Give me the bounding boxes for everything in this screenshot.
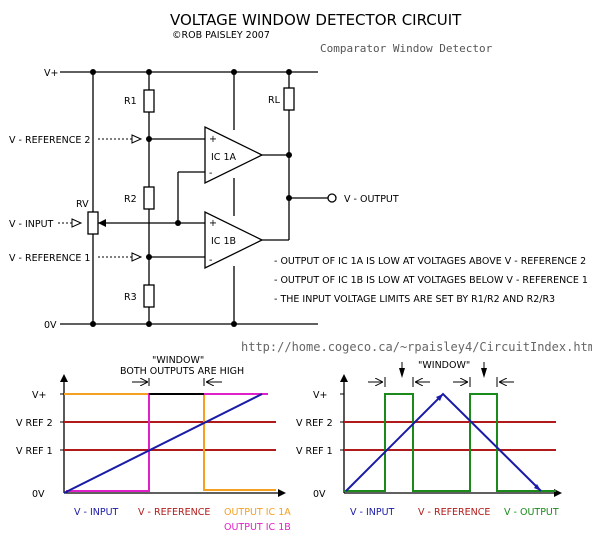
ic1a-minus: - <box>209 168 212 179</box>
gr-window-down-arrow-1 <box>399 368 405 378</box>
gr-legend-output: V - OUTPUT <box>504 507 559 518</box>
gl-window-label: "WINDOW" <box>152 355 204 366</box>
schematic: V+ 0V RV R1 R2 R3 + - IC 1A + - IC 1B <box>9 68 399 331</box>
gr-legend-input: V - INPUT <box>350 507 395 518</box>
ic1b-minus: - <box>209 255 212 266</box>
v-plus-label: V+ <box>44 68 58 79</box>
graph-left-y-arrow <box>60 374 68 382</box>
source-url: http://home.cogeco.ca/~rpaisley4/Circuit… <box>241 340 592 354</box>
gr-legend-reference: V - REFERENCE <box>418 507 490 518</box>
junction-dots <box>90 69 292 327</box>
r2-label: R2 <box>124 194 137 205</box>
ic1b-label: IC 1B <box>211 236 236 247</box>
gl-legend-out1b: OUTPUT IC 1B <box>224 522 291 533</box>
gl-both-high-label: BOTH OUTPUTS ARE HIGH <box>120 366 244 377</box>
gr-window-label: "WINDOW" <box>418 360 470 371</box>
gl-legend-reference: V - REFERENCE <box>138 507 210 518</box>
note-3: - THE INPUT VOLTAGE LIMITS ARE SET BY R1… <box>274 294 555 305</box>
r1-resistor <box>143 89 155 113</box>
gr-input <box>345 392 542 492</box>
ic1a-opamp <box>204 125 264 185</box>
gl-legend-input: V - INPUT <box>74 507 119 518</box>
zero-v-label: 0V <box>44 320 57 331</box>
r1-label: R1 <box>124 96 137 107</box>
ic1a-label: IC 1A <box>211 152 236 163</box>
gr-input-arrow-up <box>436 394 443 401</box>
ic1b-opamp <box>204 210 264 270</box>
graph-right-y-arrow <box>340 374 348 382</box>
rv-label: RV <box>76 199 89 210</box>
gr-output <box>344 393 556 492</box>
rv-potentiometer <box>87 211 99 235</box>
ic1b-plus: + <box>209 218 217 229</box>
gl-tick-0v: 0V <box>32 489 45 500</box>
ic1a-plus: + <box>209 134 217 145</box>
gl-output-ic1b <box>66 393 268 492</box>
r2-resistor <box>143 186 155 210</box>
gr-tick-vref1: V REF 1 <box>296 446 333 457</box>
r3-resistor <box>143 284 155 308</box>
graph-left-x-arrow <box>278 489 286 497</box>
rl-label: RL <box>268 95 281 106</box>
gr-input-arrow-down <box>534 484 541 491</box>
gr-tick-0v: 0V <box>313 489 326 500</box>
gl-input-ramp <box>63 393 263 494</box>
subtitle: Comparator Window Detector <box>320 42 493 55</box>
output-label: V - OUTPUT <box>344 194 399 205</box>
gr-window-markers <box>368 377 514 387</box>
title: VOLTAGE WINDOW DETECTOR CIRCUIT <box>170 11 462 29</box>
gr-tick-marks <box>340 393 344 451</box>
note-2: - OUTPUT OF IC 1B IS LOW AT VOLTAGES BEL… <box>274 275 588 286</box>
gl-legend-out1a: OUTPUT IC 1A <box>224 507 291 518</box>
gr-tick-vref2: V REF 2 <box>296 418 333 429</box>
r3-label: R3 <box>124 292 137 303</box>
gl-tick-marks <box>60 393 64 451</box>
note-1: - OUTPUT OF IC 1A IS LOW AT VOLTAGES ABO… <box>274 256 586 267</box>
gr-tick-vplus: V+ <box>313 390 327 401</box>
gl-output-ic1a <box>64 393 276 491</box>
ref2-input-label: V - REFERENCE 2 <box>9 135 90 146</box>
rv-wiper-head <box>98 219 106 227</box>
graph-left: V+ V REF 2 V REF 1 0V "WINDOW" BOTH OUTP… <box>16 355 291 533</box>
gl-tick-vref2: V REF 2 <box>16 418 53 429</box>
graph-right: V+ V REF 2 V REF 1 0V "WINDOW" <box>296 360 562 518</box>
rl-resistor <box>283 87 295 111</box>
ref2-arrow-head <box>131 134 143 144</box>
input-arrow-head <box>71 218 83 228</box>
ref1-arrow-head <box>131 252 143 262</box>
output-terminal <box>327 193 337 203</box>
gl-tick-vplus: V+ <box>32 390 46 401</box>
input-label: V - INPUT <box>9 219 54 230</box>
ref1-input-label: V - REFERENCE 1 <box>9 253 90 264</box>
copyright: ©ROB PAISLEY 2007 <box>172 30 270 41</box>
gl-tick-vref1: V REF 1 <box>16 446 53 457</box>
gr-window-down-arrow-2 <box>481 368 487 378</box>
